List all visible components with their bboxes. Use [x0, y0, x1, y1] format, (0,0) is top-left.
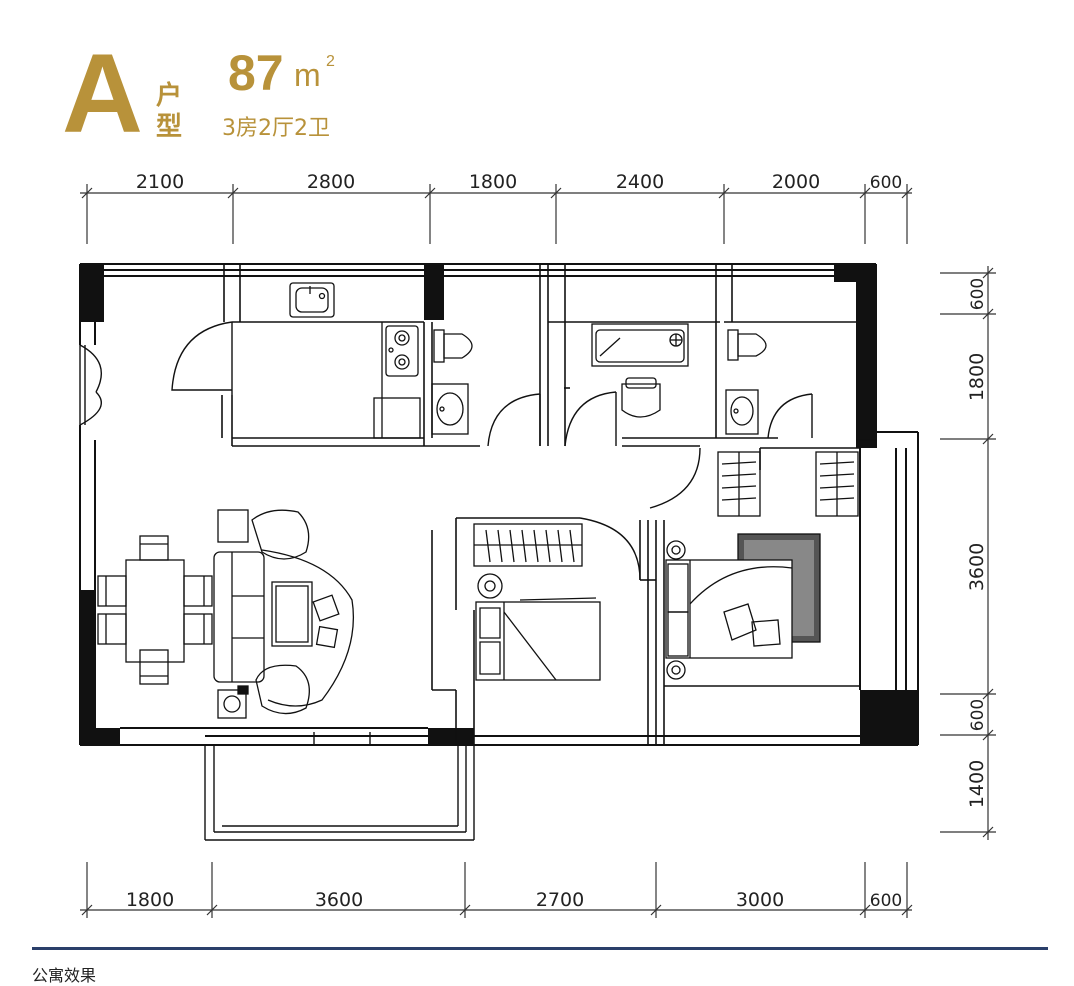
right-dim-4: 600: [968, 699, 988, 731]
bottom-dim-3: 2700: [536, 889, 584, 911]
exterior-walls: [79, 263, 919, 746]
structural-columns: [80, 264, 918, 745]
top-dim-4: 2400: [616, 171, 664, 193]
bottom-dim-1: 1800: [126, 889, 174, 911]
dining-set: [97, 535, 213, 685]
interior-walls: [221, 264, 876, 745]
room-layout: 3房2厅2卫: [222, 116, 330, 141]
area-value: 87: [228, 45, 284, 101]
wardrobes: [473, 451, 859, 567]
right-dim-5: 1400: [966, 760, 988, 808]
bedroom-1-furniture: [475, 573, 601, 681]
bathroom-1-fixtures: [431, 329, 473, 435]
bottom-dim-5: 600: [870, 891, 902, 911]
bottom-dimension-chain: [80, 862, 913, 918]
bedroom-2-furniture: [665, 533, 821, 680]
balcony: [204, 732, 475, 841]
right-dim-1: 600: [968, 278, 988, 310]
bathroom-2-fixtures: [725, 329, 767, 435]
unit-type-letter: A: [62, 31, 143, 156]
top-dim-3: 1800: [469, 171, 517, 193]
top-dim-6: 600: [870, 173, 902, 193]
right-dimension-chain: [940, 266, 996, 840]
unit-type-char-2: 型: [156, 112, 183, 142]
area-unit-superscript: 2: [326, 53, 335, 70]
right-dim-2: 1800: [966, 353, 988, 401]
study-fixtures: [591, 323, 689, 418]
kitchen-fixtures: [289, 282, 421, 439]
bottom-dim-4: 3000: [736, 889, 784, 911]
top-dimension-chain: [80, 184, 913, 244]
bottom-dim-2: 3600: [315, 889, 363, 911]
area-unit: m: [294, 57, 321, 93]
top-dim-1: 2100: [136, 171, 184, 193]
living-room-furniture: [213, 509, 355, 719]
right-dim-3: 3600: [966, 543, 988, 591]
doors: [79, 321, 813, 581]
footer-caption: 公寓效果: [32, 966, 97, 985]
unit-type-char-1: 户: [156, 81, 183, 111]
top-dim-5: 2000: [772, 171, 820, 193]
top-dim-2: 2800: [307, 171, 355, 193]
bottom-divider: [32, 947, 1048, 950]
